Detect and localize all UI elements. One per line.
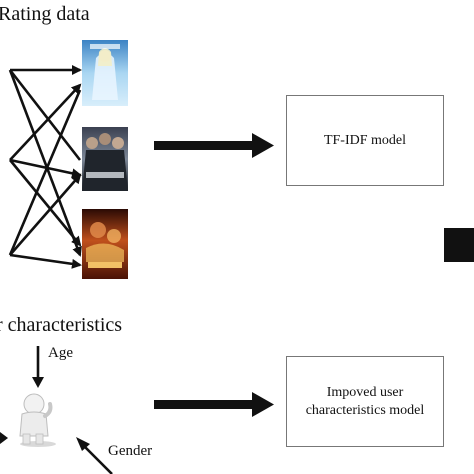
poster-action [82, 127, 128, 191]
rating-data-title: Rating data [0, 3, 90, 25]
user-characteristics-title: r characteristics [0, 314, 123, 336]
next-stage-block [444, 228, 474, 262]
gender-arrow [76, 437, 113, 474]
left-arrow-fragment [0, 432, 8, 444]
rating-arrows [8, 65, 82, 269]
tfidf-model-label: TF-IDF model [323, 132, 407, 148]
user-figure-icon [19, 393, 56, 447]
age-arrow [32, 346, 44, 388]
arrow-to-user-model [154, 392, 274, 417]
age-label: Age [48, 345, 73, 361]
tfidf-model-box: TF-IDF model [286, 95, 444, 186]
arrow-to-tfidf [154, 133, 274, 158]
gender-label: Gender [108, 443, 153, 459]
poster-frozen [82, 40, 128, 106]
user-characteristics-model-label: Impoved user characteristics model [305, 385, 425, 418]
poster-red-drama [82, 209, 128, 279]
user-characteristics-model-box: Impoved user characteristics model [286, 356, 444, 447]
